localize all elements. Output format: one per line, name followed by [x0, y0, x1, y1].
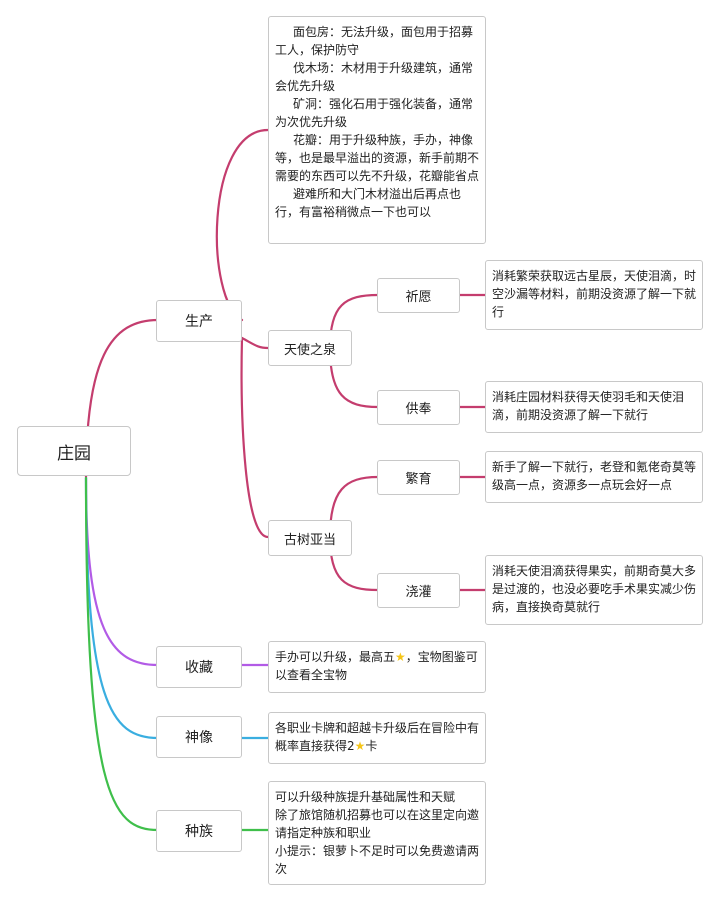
node-race[interactable]: 种族	[156, 810, 242, 852]
node-water[interactable]: 浇灌	[377, 573, 460, 608]
node-statue[interactable]: 神像	[156, 716, 242, 758]
node-water-label: 浇灌	[405, 585, 432, 600]
node-breed[interactable]: 繁育	[377, 460, 460, 495]
node-collection-label: 收藏	[185, 660, 213, 676]
note-water-text: 消耗天使泪滴获得果实，前期奇莫大多是过渡的，也没必要吃手术果实减少伤病，直接换奇…	[492, 564, 697, 614]
node-offer[interactable]: 供奉	[377, 390, 460, 425]
note-pray-text: 消耗繁荣获取远古星辰，天使泪滴，时空沙漏等材料，前期没资源了解一下就行	[492, 269, 697, 319]
node-offer-label: 供奉	[405, 402, 432, 417]
note-offer-text: 消耗庄园材料获得天使羽毛和天使泪滴，前期没资源了解一下就行	[492, 390, 685, 422]
note-pray: 消耗繁荣获取远古星辰，天使泪滴，时空沙漏等材料，前期没资源了解一下就行	[485, 260, 703, 330]
star-icon: ★	[395, 650, 406, 664]
node-breed-label: 繁育	[405, 472, 432, 487]
note-production-line: 避难所和大门木材溢出后再点也行，有富裕稍微点一下也可以	[275, 187, 462, 219]
note-race: 可以升级种族提升基础属性和天赋 除了旅馆随机招募也可以在这里定向邀请指定种族和职…	[268, 781, 486, 885]
note-race-line: 可以升级种族提升基础属性和天赋	[275, 790, 456, 804]
note-breed: 新手了解一下就行，老登和氪佬奇莫等级高一点，资源多一点玩会好一点	[485, 451, 703, 503]
link-root-race	[84, 476, 160, 832]
note-production-line: 伐木场：木材用于升级建筑，通常会优先升级	[275, 61, 474, 93]
link-root-collection	[84, 476, 160, 667]
note-production-line: 面包房：无法升级，面包用于招募工人，保护防守	[275, 25, 474, 57]
note-breed-text: 新手了解一下就行，老登和氪佬奇莫等级高一点，资源多一点玩会好一点	[492, 460, 697, 492]
note-production-line: 花瓣：用于升级种族，手办，神像等，也是最早溢出的资源，新手前期不需要的东西可以先…	[275, 133, 480, 183]
node-pray[interactable]: 祈愿	[377, 278, 460, 313]
node-production-label: 生产	[185, 314, 213, 330]
node-race-label: 种族	[185, 824, 213, 840]
node-angel-fountain-label: 天使之泉	[283, 342, 336, 358]
note-race-line: 除了旅馆随机招募也可以在这里定向邀请指定种族和职业	[275, 808, 480, 840]
node-angel-fountain[interactable]: 天使之泉	[268, 330, 352, 366]
note-collection-text: 手办可以升级，最高五★，宝物图鉴可以查看全宝物	[275, 648, 479, 684]
note-production: 面包房：无法升级，面包用于招募工人，保护防守 伐木场：木材用于升级建筑，通常会优…	[268, 16, 486, 244]
note-collection-text-b: ，宝物图鉴可以查看全宝物	[275, 650, 478, 682]
root-label: 庄园	[57, 443, 91, 464]
node-production[interactable]: 生产	[156, 300, 242, 342]
node-statue-label: 神像	[185, 730, 213, 746]
note-statue-text-b: 卡	[365, 739, 378, 753]
note-production-line: 矿洞：强化石用于强化装备，通常为次优先升级	[275, 97, 474, 129]
node-ancient-tree[interactable]: 古树亚当	[268, 520, 352, 556]
link-production-note	[215, 128, 270, 322]
node-ancient-tree-label: 古树亚当	[283, 532, 336, 548]
star-icon: ★	[354, 739, 366, 753]
note-offer: 消耗庄园材料获得天使羽毛和天使泪滴，前期没资源了解一下就行	[485, 381, 703, 433]
note-collection-text-a: 手办可以升级，最高五	[275, 650, 396, 664]
note-statue-text: 各职业卡牌和超越卡升级后在冒险中有概率直接获得2★卡	[275, 719, 479, 755]
note-collection: 手办可以升级，最高五★，宝物图鉴可以查看全宝物	[268, 641, 486, 693]
link-production-tree	[240, 336, 270, 539]
note-race-line: 小提示：银萝卜不足时可以免费邀请两次	[275, 844, 480, 876]
note-statue: 各职业卡牌和超越卡升级后在冒险中有概率直接获得2★卡	[268, 712, 486, 764]
node-collection[interactable]: 收藏	[156, 646, 242, 688]
root-node[interactable]: 庄园	[17, 426, 131, 476]
note-statue-text-a: 各职业卡牌和超越卡升级后在冒险中有概率直接获得2	[275, 721, 480, 753]
note-water: 消耗天使泪滴获得果实，前期奇莫大多是过渡的，也没必要吃手术果实减少伤病，直接换奇…	[485, 555, 703, 625]
node-pray-label: 祈愿	[405, 290, 432, 305]
link-production-fountain	[240, 336, 270, 350]
